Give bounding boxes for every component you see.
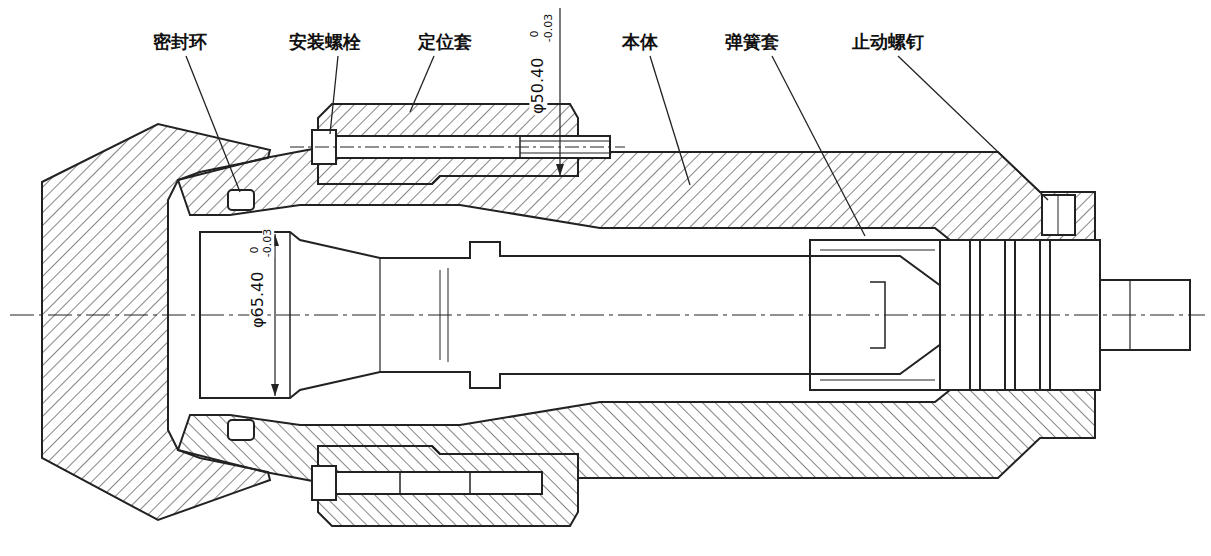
- upper-half: [178, 104, 1095, 240]
- part-name: 本体: [622, 32, 658, 52]
- part-name: 弹簧套: [725, 32, 779, 52]
- leader-lines: [186, 56, 1048, 236]
- dimension-text: φ50.40: [529, 57, 547, 115]
- part-name: 定位套: [418, 32, 472, 52]
- part-name: 安装螺栓: [289, 32, 361, 52]
- tolerance-text: -0.03: [262, 228, 274, 258]
- dimension-text: φ65.40: [249, 271, 267, 329]
- tolerance-text: 0: [529, 30, 541, 39]
- center-line: [10, 315, 1205, 316]
- part-name: 止动螺钉: [852, 32, 924, 52]
- part-name: 密封环: [153, 32, 207, 52]
- tolerance-text: -0.03: [543, 13, 555, 43]
- dimension-line: [274, 234, 275, 396]
- tolerance-text: 0: [249, 246, 261, 255]
- dimension-line: [559, 8, 560, 176]
- lower-half: [178, 390, 1095, 526]
